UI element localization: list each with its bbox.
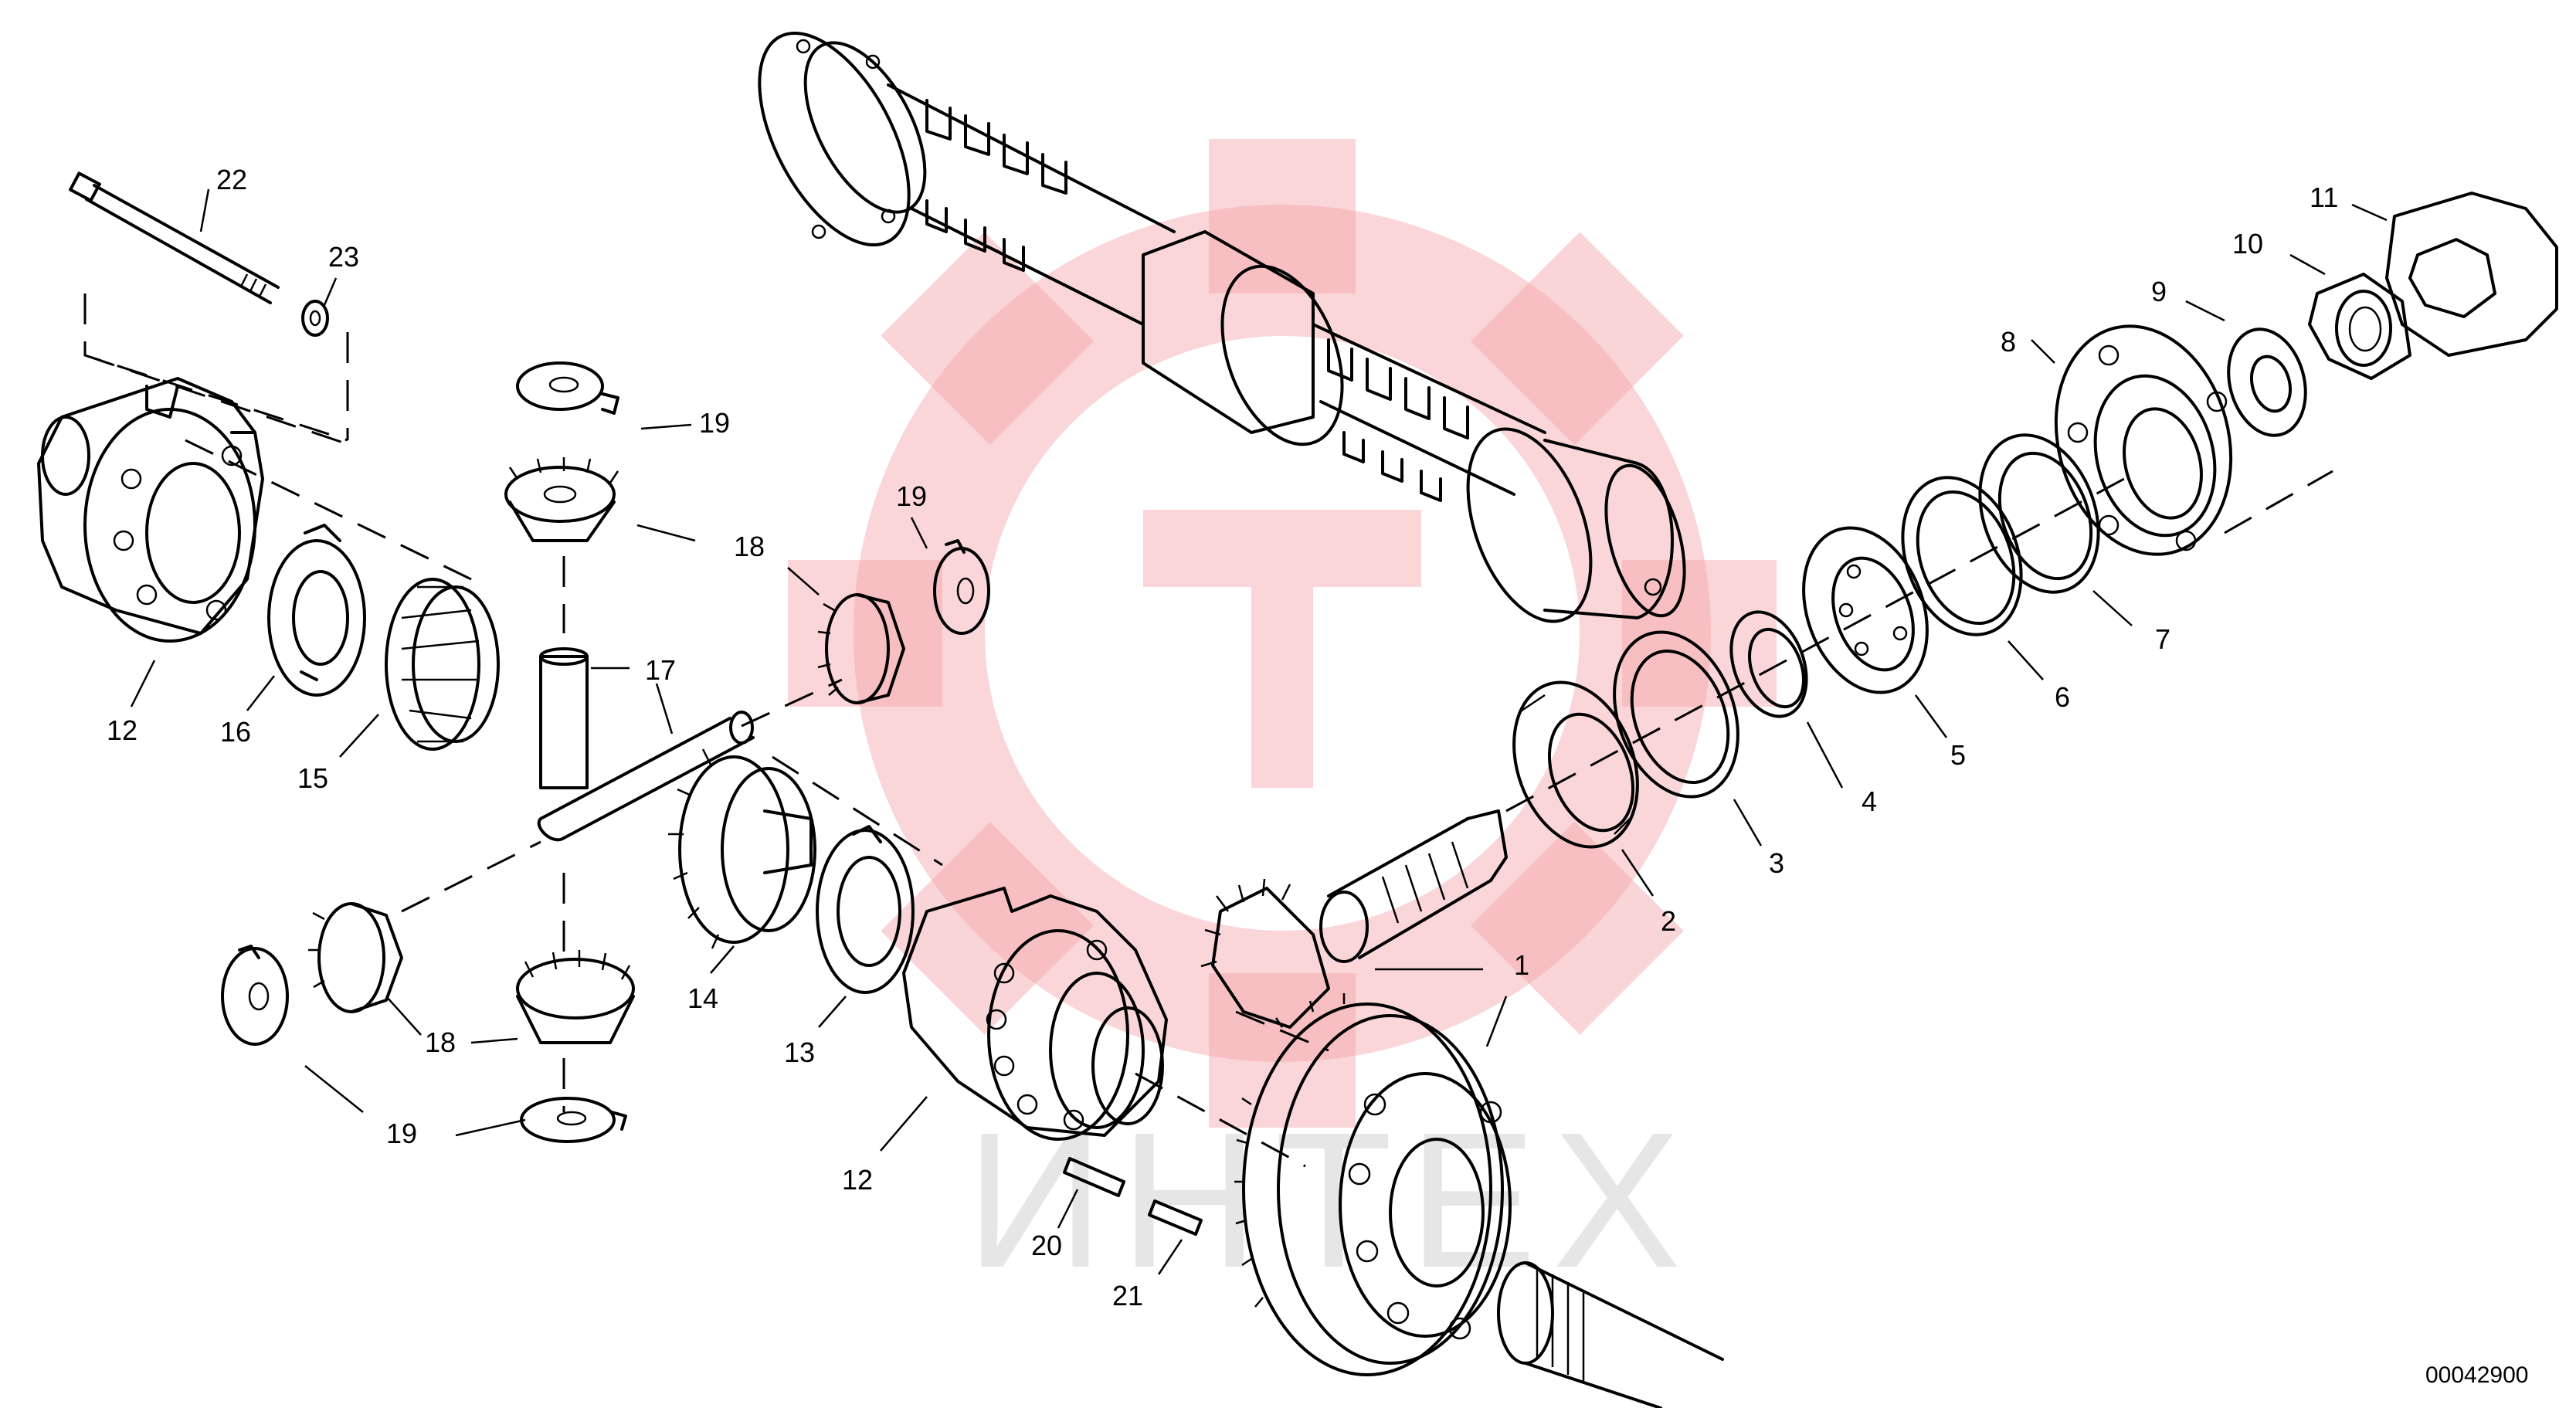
thrust-washer-right bbox=[816, 825, 915, 994]
callout-labels: 1 2 3 4 5 6 7 8 9 10 11 12 12 13 14 15 1… bbox=[107, 164, 2338, 1311]
pin-20 bbox=[1063, 1157, 1125, 1197]
callout-23: 23 bbox=[328, 241, 359, 273]
differential-case-left bbox=[37, 377, 264, 643]
callout-16: 16 bbox=[220, 716, 251, 748]
leader-lines bbox=[130, 188, 2388, 1275]
callout-15: 15 bbox=[297, 762, 328, 794]
output-shaft bbox=[1497, 1261, 1724, 1408]
watermark-text: ИНТЕХ bbox=[966, 1092, 1696, 1308]
callout-20: 20 bbox=[1031, 1230, 1062, 1261]
washer bbox=[301, 300, 329, 337]
callout-8: 8 bbox=[2001, 326, 2016, 358]
nut-10 bbox=[2308, 273, 2411, 380]
callout-11: 11 bbox=[2310, 182, 2338, 213]
callout-18-top: 18 bbox=[734, 531, 765, 562]
spacer-4 bbox=[1729, 610, 1808, 718]
callout-9: 9 bbox=[2151, 276, 2167, 307]
pin-21 bbox=[1148, 1199, 1203, 1236]
bearing-5 bbox=[1802, 526, 1929, 694]
pinion-gear-top bbox=[504, 457, 619, 542]
pinion-washer-right bbox=[933, 539, 990, 635]
callout-18-bottom: 18 bbox=[425, 1026, 456, 1058]
differential-case-right bbox=[902, 887, 1168, 1141]
callout-7: 7 bbox=[2155, 623, 2170, 655]
pinion-washer-top bbox=[516, 361, 619, 415]
callout-4: 4 bbox=[1862, 785, 1877, 817]
callout-19-right: 19 bbox=[896, 480, 927, 512]
centerlines bbox=[83, 293, 2333, 1168]
callout-6: 6 bbox=[2055, 681, 2070, 713]
washer-9 bbox=[2227, 327, 2307, 437]
callout-12-right: 12 bbox=[842, 1164, 873, 1196]
callout-12-left: 12 bbox=[107, 714, 137, 746]
callout-5: 5 bbox=[1950, 739, 1966, 771]
pinion-washer-bottom bbox=[520, 1097, 627, 1143]
callout-1: 1 bbox=[1514, 949, 1529, 981]
pinion-washer-left bbox=[221, 945, 289, 1046]
callout-22: 22 bbox=[216, 164, 247, 195]
shim-ring-3 bbox=[1613, 630, 1739, 799]
callout-17: 17 bbox=[645, 654, 676, 686]
side-gear bbox=[385, 578, 500, 751]
callout-10: 10 bbox=[2232, 228, 2263, 260]
axle-housing bbox=[758, 31, 1686, 623]
drive-pinion bbox=[1200, 809, 1508, 1029]
drawing-number: 00042900 bbox=[2425, 1362, 2528, 1388]
flange bbox=[2054, 324, 2233, 556]
cap-11 bbox=[2385, 192, 2558, 357]
callout-19-top: 19 bbox=[699, 407, 730, 439]
callout-13: 13 bbox=[784, 1036, 815, 1068]
pinion-gear-left bbox=[308, 902, 403, 1013]
callout-2: 2 bbox=[1661, 905, 1676, 937]
callout-19-bottom: 19 bbox=[386, 1118, 417, 1149]
bolt bbox=[69, 171, 280, 304]
callout-21: 21 bbox=[1112, 1280, 1143, 1311]
pinion-gear-right bbox=[817, 593, 905, 704]
side-gear-right bbox=[668, 748, 816, 949]
pinion-gear-bottom bbox=[516, 950, 635, 1044]
callout-14: 14 bbox=[687, 982, 718, 1014]
callout-3: 3 bbox=[1769, 847, 1784, 879]
thrust-washer bbox=[267, 524, 366, 697]
watermark-gear bbox=[788, 139, 1777, 1128]
seal-7 bbox=[1978, 433, 2100, 594]
cross-shaft bbox=[537, 647, 755, 842]
